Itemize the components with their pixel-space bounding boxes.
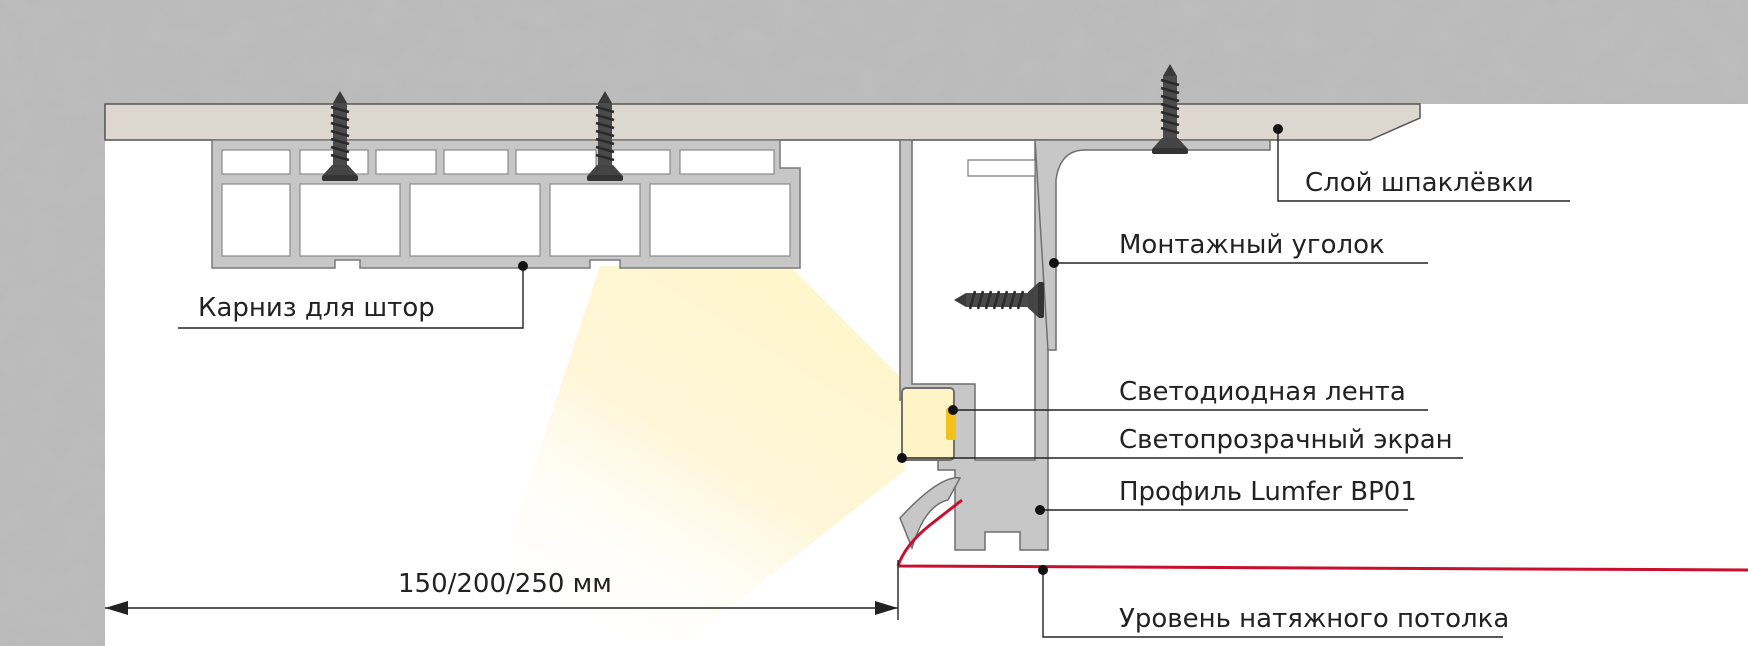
label-ceiling-level: Уровень натяжного потолка [1119,604,1509,634]
label-led-strip: Светодиодная лента [1119,377,1406,407]
screw-icon [952,280,1046,320]
dimension-arrow-icon [105,601,898,615]
label-diffuser-screen: Светопрозрачный экран [1119,425,1453,455]
curtain-rail [211,139,801,269]
label-mounting-angle: Монтажный уголок [1119,230,1385,260]
light-glow [475,266,905,646]
led-strip [946,408,956,440]
label-dimension: 150/200/250 мм [398,569,612,599]
label-profile: Профиль Lumfer BP01 [1119,477,1417,507]
label-plaster-layer: Слой шпаклёвки [1305,168,1534,198]
dimension-line [105,560,899,620]
leader-lines [178,129,1570,638]
plaster-layer [104,103,1421,141]
leader-dot-icon [518,124,1283,575]
label-curtain-rail: Карниз для штор [198,293,435,323]
